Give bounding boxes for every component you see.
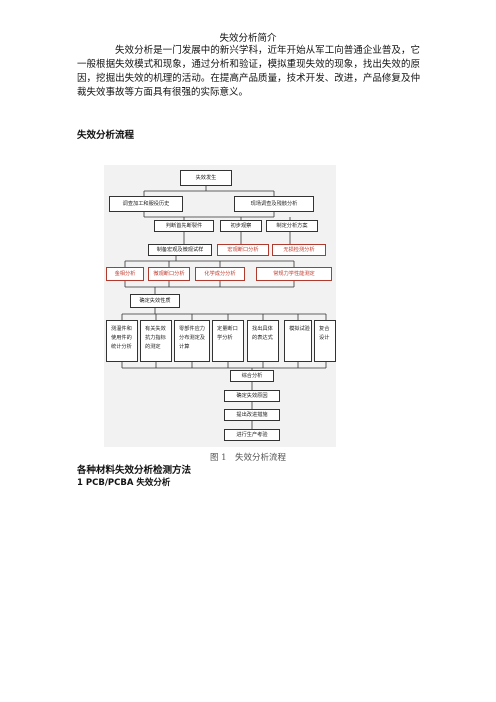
flow-node-history-investigation: 调查加工和服役历史 (109, 196, 183, 212)
flow-node-resistance-index: 有关失效抗力指标的测定 (140, 320, 172, 362)
flow-node-first-fracture: 判断首先断裂件 (154, 220, 214, 232)
flow-node-expression: 找出具体的表达式 (247, 320, 279, 362)
flow-node-simulation: 模拟试验 (284, 320, 312, 362)
document-title: 失效分析简介 (219, 33, 277, 44)
intro-paragraph: 失效分析是一门发展中的新兴学科，近年开始从军工向普通企业普及，它一般根据失效模式… (77, 45, 420, 98)
flow-node-analysis-plan: 制定分析方案 (266, 220, 318, 232)
flow-node-macro-fracture: 宏观断口分析 (217, 244, 269, 256)
figure-caption: 图 1 失效分析流程 (209, 453, 287, 463)
section-heading-methods: 各种材料失效分析检测方法 (77, 465, 192, 476)
flowchart-connectors (121, 186, 327, 429)
flow-node-quant-fractography: 定量断口学分析 (212, 320, 244, 362)
flow-node-failure-occurs: 失效发生 (180, 170, 232, 186)
flow-node-failure-nature: 确定失效性质 (130, 294, 180, 308)
flow-node-mechanical-test: 常规力学性能测定 (256, 267, 332, 281)
flow-node-improvement: 提出改进措施 (224, 409, 280, 421)
flow-node-metallography: 金相分析 (106, 267, 144, 281)
flow-node-failure-cause: 确定失效原因 (224, 390, 280, 402)
flow-node-preliminary-observation: 初步观察 (220, 220, 262, 232)
flow-node-chemical-analysis: 化学成分分析 (195, 267, 245, 281)
flow-node-stress-distribution: 零部件应力分布测定及计算 (174, 320, 210, 362)
subsection-heading-pcb: 1 PCB/PCBA 失效分析 (77, 478, 171, 488)
section-heading-flow: 失效分析流程 (77, 130, 135, 141)
flow-node-micro-fracture: 微观断口分析 (148, 267, 190, 281)
flowchart: 失效发生 调查加工和服役历史 现场调查及残骸分析 判断首先断裂件 初步观察 制定… (104, 165, 336, 447)
flow-node-ndt: 无损检测分析 (272, 244, 326, 256)
flow-node-site-investigation: 现场调查及残骸分析 (234, 196, 314, 212)
flow-node-statistical-analysis: 测温件和使用件的统计分析 (106, 320, 138, 362)
flow-node-comprehensive-analysis: 综合分析 (230, 370, 274, 382)
flow-node-production-test: 进行生产考验 (224, 429, 280, 441)
flow-node-composite-design: 复合设计 (314, 320, 336, 362)
flow-node-sample-preparation: 制备宏观及微观试样 (148, 244, 212, 256)
